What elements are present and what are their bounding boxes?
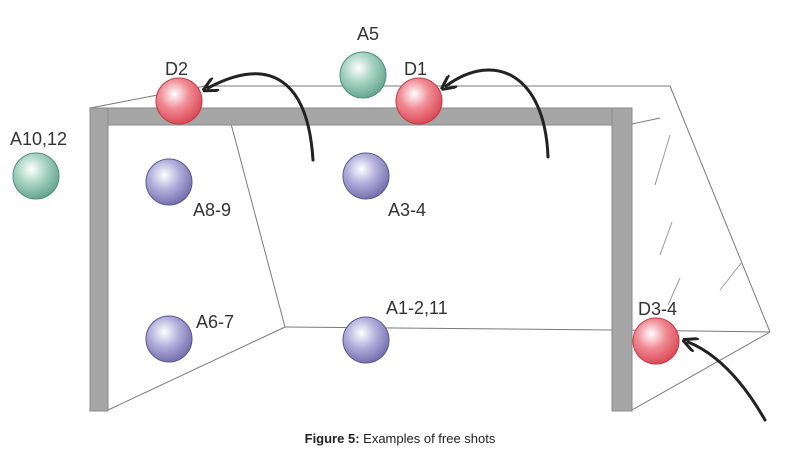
shot-arrows: [208, 68, 767, 422]
ball-labels: A10,12 A5 D2 D1 A8-9 A3-4 A6-7 A1-2,11 D…: [10, 24, 677, 332]
label-a1-2-11: A1-2,11: [386, 298, 448, 318]
figure-caption: Figure 5: Examples of free shots: [305, 431, 496, 446]
ball-d1: [395, 77, 443, 125]
ball-a3-4: [342, 152, 390, 200]
ball-a6-7: [145, 315, 193, 363]
label-d2: D2: [165, 59, 188, 79]
label-d1: D1: [404, 59, 427, 79]
arrow-to-d1: [446, 68, 550, 159]
goal-frame: [89, 107, 633, 412]
caption-text: Examples of free shots: [360, 431, 496, 446]
goal-net: [89, 85, 771, 411]
ball-a8-9: [145, 158, 193, 206]
ball-d2: [155, 77, 203, 125]
label-a3-4: A3-4: [388, 200, 426, 220]
ball-a5: [339, 51, 387, 99]
label-a6-7: A6-7: [196, 312, 234, 332]
arrow-to-d3-4: [688, 342, 767, 422]
label-a8-9: A8-9: [193, 200, 231, 220]
ball-a1-2-11: [342, 316, 390, 364]
label-d3-4: D3-4: [638, 299, 677, 319]
label-a5: A5: [357, 24, 379, 44]
balls: [12, 51, 680, 365]
caption-label: Figure 5:: [305, 431, 360, 446]
arrow-to-d2: [208, 72, 315, 162]
ball-d3-4: [632, 317, 680, 365]
ball-a10-12: [12, 152, 60, 200]
label-a10-12: A10,12: [10, 129, 67, 149]
